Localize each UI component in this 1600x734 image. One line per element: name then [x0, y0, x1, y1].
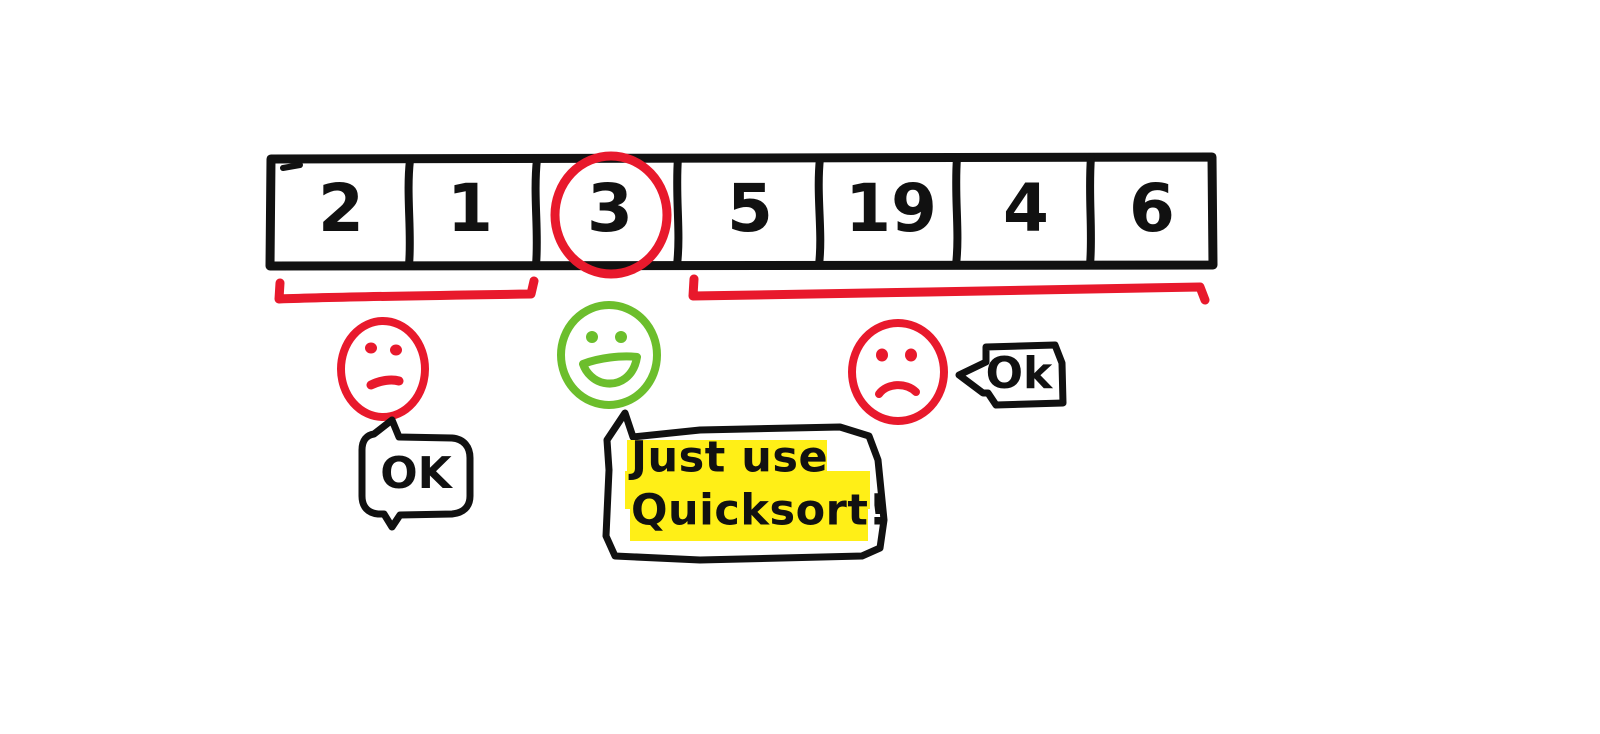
left-face-mouth	[366, 375, 404, 390]
left-ok-bubble-text: OK	[380, 448, 453, 499]
cell-divider-3	[673, 154, 683, 269]
right-face-outline	[848, 319, 948, 425]
stray-pen-mark	[280, 162, 303, 171]
array-cell-5-value: 4	[1003, 170, 1049, 247]
array-cell-0-value: 2	[318, 170, 364, 247]
right-ok-bubble: Ok	[955, 341, 1067, 409]
right-partition-bracket	[688, 274, 1210, 305]
array-cell-3-value: 5	[727, 170, 773, 247]
right-face-eye-right	[905, 348, 917, 362]
array-container: 2 1 3 5 19 4 6	[265, 151, 1218, 279]
middle-face	[557, 301, 661, 409]
cell-divider-4	[814, 154, 825, 269]
quicksort-bubble: Just use Quicksort!	[602, 409, 889, 564]
left-face	[337, 317, 429, 421]
pivot-highlight-circle	[550, 151, 672, 279]
middle-face-eye-right	[615, 331, 627, 343]
middle-face-eye-left	[586, 331, 598, 343]
left-partition-bracket	[274, 276, 539, 304]
cell-divider-1	[404, 156, 414, 269]
quicksort-bubble-line-1: Just use	[628, 433, 828, 483]
array-cell-4-value: 19	[845, 170, 937, 247]
array-cell-2-value: 3	[587, 170, 633, 247]
array-cell-6-value: 6	[1129, 170, 1175, 247]
cell-divider-2	[531, 155, 541, 269]
highlight-stroke-line2a	[625, 471, 870, 509]
array-cell-1-value: 1	[447, 170, 493, 247]
quicksort-bubble-line-2: Quicksort!	[631, 486, 889, 536]
highlight-stroke-line2b	[630, 505, 868, 541]
left-ok-bubble-shape	[358, 416, 474, 531]
left-face-eye-left	[365, 342, 377, 354]
highlight-stroke-line1	[627, 440, 827, 476]
left-face-eye-right	[390, 344, 402, 356]
left-ok-bubble: OK	[358, 416, 474, 531]
middle-face-smile	[579, 352, 641, 388]
cell-divider-6	[1086, 153, 1095, 269]
right-face-eye-left	[876, 348, 888, 362]
left-face-outline	[337, 317, 429, 421]
array-outer-border	[265, 152, 1218, 271]
cell-divider-5	[952, 154, 962, 269]
right-ok-bubble-text: Ok	[986, 348, 1054, 399]
right-ok-bubble-shape	[955, 341, 1067, 409]
middle-face-outline	[557, 301, 661, 409]
right-face-frown	[875, 381, 920, 398]
right-face	[848, 319, 948, 425]
